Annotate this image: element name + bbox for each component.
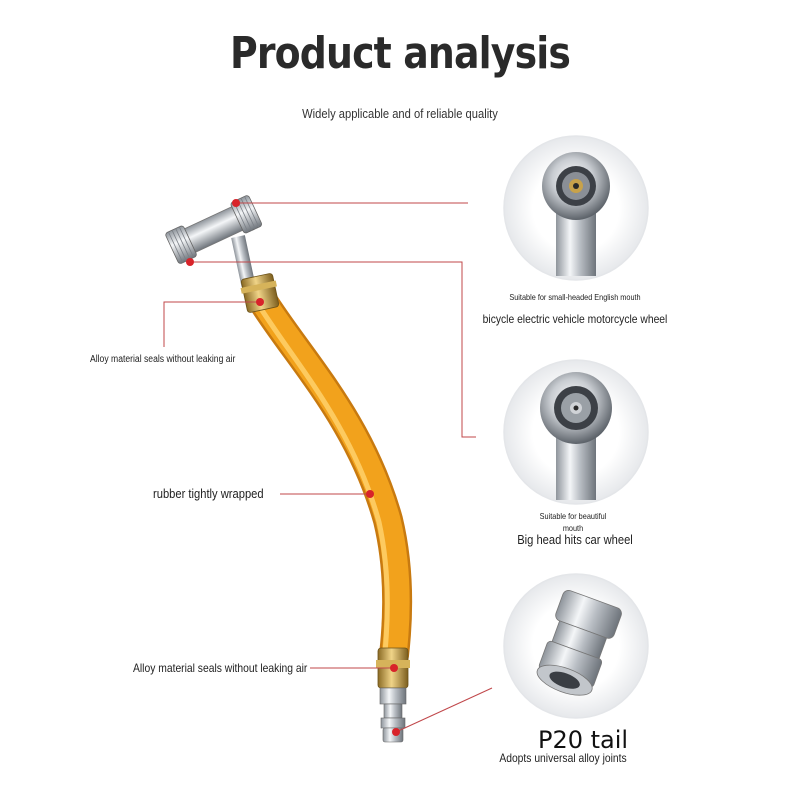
marker-dot [186, 258, 194, 266]
detail-2-caption: Big head hits car wheel [517, 532, 633, 547]
detail-2-caption-small-line2: mouth [562, 523, 584, 533]
detail-3-caption: Adopts universal alloy joints [499, 751, 627, 765]
detail-3-title: P20 tail [538, 726, 629, 754]
callout-rubber: rubber tightly wrapped [153, 486, 264, 501]
air-hose [247, 285, 413, 670]
detail-2-caption-small-line1: Suitable for beautiful [539, 511, 607, 521]
detail-1-caption: bicycle electric vehicle motorcycle whee… [482, 312, 668, 326]
page-subtitle: Widely applicable and of reliable qualit… [302, 106, 498, 121]
detail-photo-small-head [503, 135, 649, 281]
marker-dot [232, 199, 240, 207]
marker-dot [256, 298, 264, 306]
detail-photo-p20-tail [503, 573, 649, 719]
detail-2-caption-small: Suitable for beautiful mouth [510, 510, 636, 534]
detail-photo-big-head [503, 359, 649, 505]
marker-dot [366, 490, 374, 498]
page-title: Product analysis [229, 28, 571, 79]
markers [186, 199, 400, 736]
detail-1-caption-small: Suitable for small-headed English mouth [509, 292, 641, 302]
callout-alloy-bottom: Alloy material seals without leaking air [133, 661, 308, 675]
marker-dot [390, 664, 398, 672]
leader-lines [163, 202, 493, 733]
valve-head [165, 195, 280, 313]
marker-dot [392, 728, 400, 736]
callout-alloy-top: Alloy material seals without leaking air [90, 354, 236, 365]
